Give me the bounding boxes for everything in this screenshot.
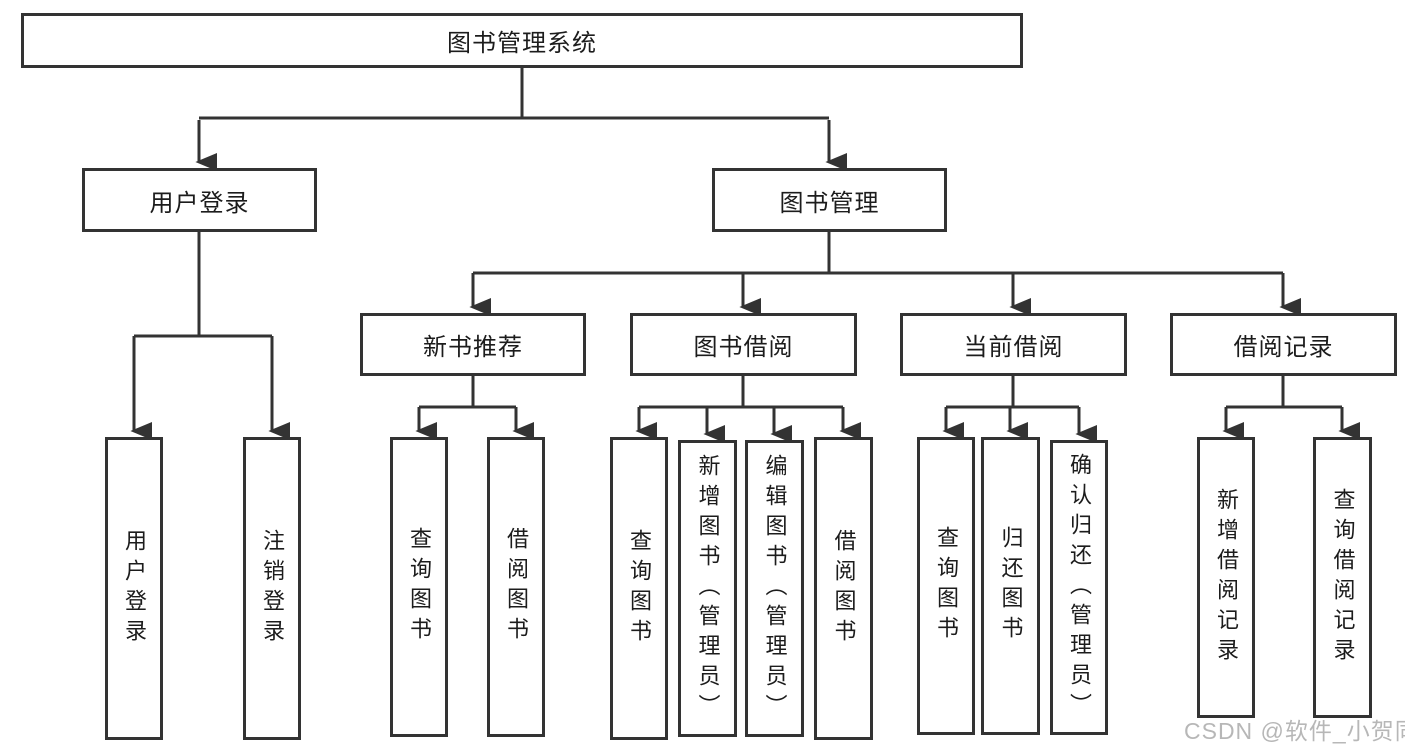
- node-label: 新书推荐: [423, 334, 523, 361]
- node-label: 借阅记录: [1233, 334, 1334, 361]
- node-label: 图书管理: [779, 189, 880, 217]
- node-leaf-query-books-current: 查询图书: [917, 437, 975, 735]
- node-label: 用户登录: [149, 189, 250, 217]
- node-leaf-confirm-return-admin: 确认归还（管理员）: [1050, 440, 1108, 735]
- node-leaf-borrow-books: 借阅图书: [814, 437, 873, 740]
- node-label: 编辑图书（管理员）: [762, 453, 788, 724]
- node-current-borrow: 当前借阅: [900, 313, 1127, 376]
- node-label: 查询图书: [627, 528, 652, 649]
- node-leaf-add-borrow-record: 新增借阅记录: [1197, 437, 1255, 718]
- node-leaf-query-books-borrow: 查询图书: [610, 437, 668, 740]
- node-label: 用户登录: [122, 528, 147, 649]
- node-new-book-recommend: 新书推荐: [360, 313, 586, 376]
- node-label: 注销登录: [260, 528, 285, 649]
- csdn-watermark: CSDN @软件_小贺同学: [1184, 718, 1405, 744]
- node-leaf-return-books: 归还图书: [981, 437, 1040, 735]
- node-leaf-borrow-books-recommend: 借阅图书: [487, 437, 545, 737]
- node-leaf-edit-books-admin: 编辑图书（管理员）: [745, 440, 804, 737]
- node-label: 图书借阅: [693, 334, 794, 361]
- node-leaf-logout: 注销登录: [243, 437, 301, 740]
- node-leaf-user-login: 用户登录: [105, 437, 163, 740]
- node-label: 借阅图书: [831, 528, 857, 649]
- node-label: 借阅图书: [504, 527, 529, 647]
- node-leaf-add-books-admin: 新增图书（管理员）: [678, 440, 737, 737]
- node-label: 查询借阅记录: [1330, 487, 1356, 668]
- node-label: 归还图书: [998, 526, 1024, 646]
- node-label: 新增借阅记录: [1214, 487, 1239, 668]
- node-borrow-records: 借阅记录: [1170, 313, 1397, 376]
- node-book-borrow: 图书借阅: [630, 313, 857, 376]
- node-label: 查询图书: [934, 526, 959, 646]
- node-leaf-query-borrow-record: 查询借阅记录: [1313, 437, 1372, 718]
- node-label: 确认归还（管理员）: [1067, 452, 1092, 723]
- node-book-management: 图书管理: [712, 168, 947, 232]
- node-user-login: 用户登录: [82, 168, 317, 232]
- node-label: 查询图书: [407, 527, 432, 647]
- node-label: 图书管理系统: [447, 30, 597, 57]
- node-library-management-system: 图书管理系统: [21, 13, 1023, 68]
- node-label: 新增图书（管理员）: [695, 453, 721, 724]
- node-label: 当前借阅: [963, 334, 1064, 361]
- node-leaf-query-books-recommend: 查询图书: [390, 437, 448, 737]
